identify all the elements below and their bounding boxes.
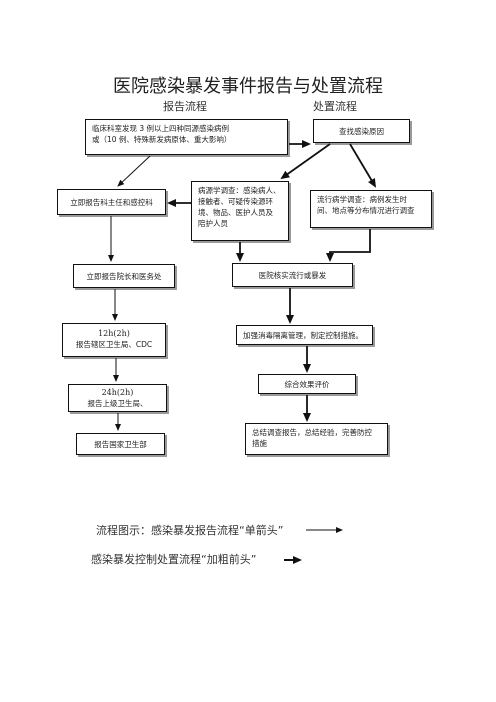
- box-report-dean: 立即报告院长和医务处: [73, 264, 175, 288]
- box-report-national: 报告国家卫生部: [76, 433, 165, 455]
- report-district-timeframe: 12h(2h): [98, 329, 130, 338]
- report-upper-timeframe: 24h(2h): [101, 388, 134, 397]
- legend-single-arrow: 流程图示：感染暴发报告流程“单箭头”: [96, 524, 284, 537]
- box-report-director: 立即报告科主任和感控科: [57, 189, 166, 215]
- box-report-upper: 24h(2h) 报告上级卫生局、: [68, 384, 167, 412]
- box-verify-outbreak: 医院核实流行或暴发: [232, 263, 353, 287]
- box-find-cause: 查找感染原因: [313, 119, 410, 143]
- subtitle-report-flow: 报告流程: [163, 100, 207, 113]
- report-upper-label: 报告上级卫生局、: [87, 399, 148, 408]
- arrow-epidemiology-to-verify: [326, 229, 371, 262]
- box-summary: 总结调查报告，总结经验，完善防控 措施: [245, 423, 388, 455]
- box-epidemiology-survey: 流行病学调查：病例发生时 间、地点等分布情况进行调查: [310, 190, 432, 228]
- box-pathogen-survey: 病源学调查：感染病人、 接触者、可疑传染源环 境、物品、医护人员及 陪护人员: [191, 181, 289, 241]
- box-report-district: 12h(2h) 报告辖区卫生局、CDC: [62, 323, 166, 357]
- arrow-cause-to-epidemiology: [349, 143, 377, 188]
- box-control-measures: 加强消毒隔离管理，制定控制措施。: [236, 325, 373, 345]
- arrow-discover-to-director: [117, 155, 151, 187]
- page-title: 医院感染暴发事件报告与处置流程: [113, 76, 383, 97]
- arrow-cause-to-pathogen: [280, 143, 331, 180]
- legend-bold-arrow: 感染暴发控制处置流程“加粗前头”: [91, 553, 257, 566]
- report-district-label: 报告辖区卫生局、CDC: [75, 340, 153, 349]
- subtitle-handle-flow: 处置流程: [313, 100, 357, 113]
- box-evaluate: 综合效果评价: [258, 374, 356, 394]
- box-clinical-discovery: 临床科室发现 3 例以上四种同源感染病例 或（10 例、特殊新发病原体、重大影响…: [85, 119, 288, 155]
